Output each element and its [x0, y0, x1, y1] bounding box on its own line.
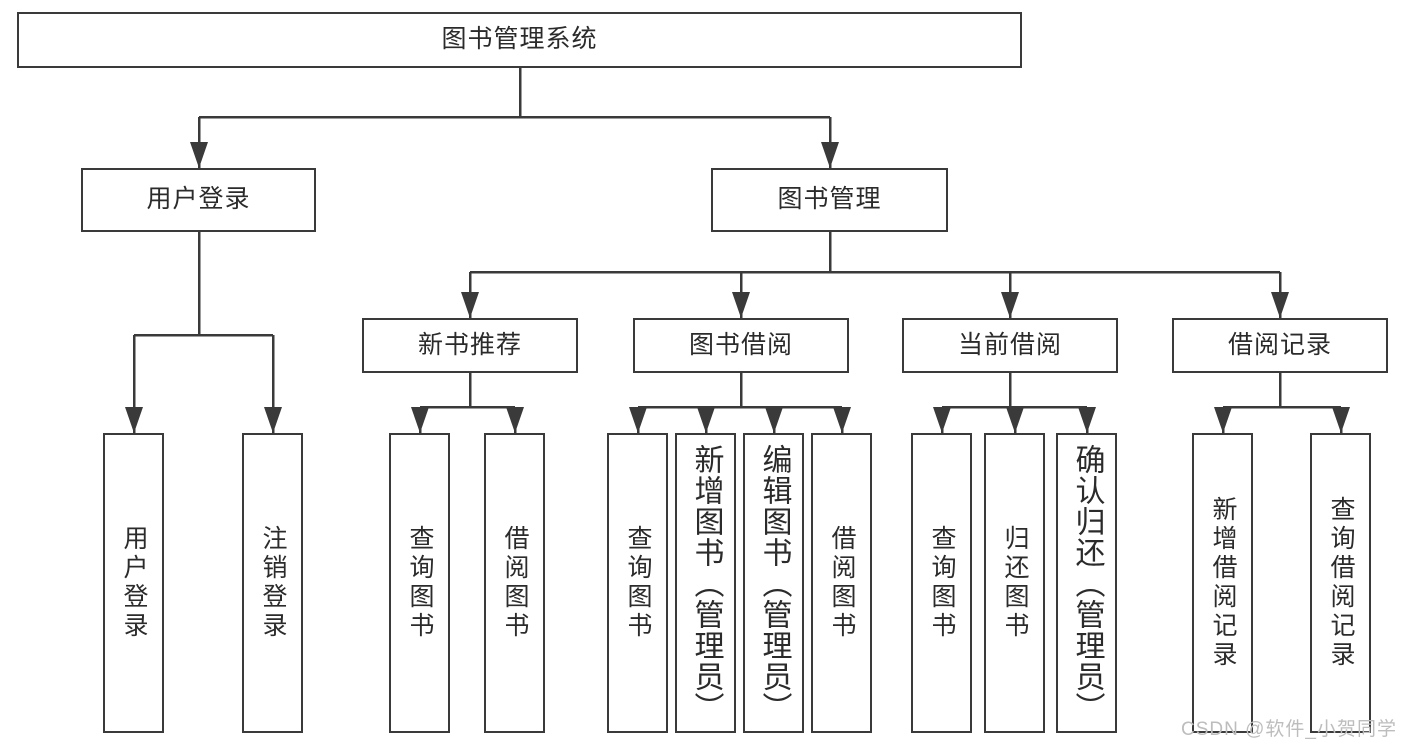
arrowhead — [833, 407, 851, 433]
arrowhead — [821, 142, 839, 168]
arrowhead — [1214, 407, 1232, 433]
node-label: 查询图书 — [624, 525, 652, 641]
node-label: 用户登录 — [120, 525, 148, 641]
arrowhead — [1271, 292, 1289, 318]
node-label: 借阅记录 — [1227, 330, 1332, 359]
arrowhead — [1332, 407, 1350, 433]
arrowhead — [1006, 407, 1024, 433]
node-label: 借阅图书 — [501, 525, 529, 641]
node-label: 确认归还（管理员） — [1070, 443, 1104, 723]
watermark-text: CSDN @软件_小贺同学 — [1181, 719, 1397, 740]
node-label: 借阅图书 — [828, 525, 856, 641]
node-label: 查询图书 — [928, 525, 956, 641]
node-records[interactable]: 借阅记录 — [1172, 318, 1388, 373]
node-label: 编辑图书（管理员） — [757, 443, 791, 723]
node-leaf-logout[interactable]: 注销登录 — [242, 433, 303, 733]
arrowhead — [933, 407, 951, 433]
node-root[interactable]: 图书管理系统 — [17, 12, 1022, 68]
arrowhead — [125, 407, 143, 433]
node-newbook[interactable]: 新书推荐 — [362, 318, 578, 373]
node-leaf-rc-q[interactable]: 查询借阅记录 — [1310, 433, 1371, 733]
arrowhead — [697, 407, 715, 433]
node-label: 新增借阅记录 — [1209, 496, 1237, 670]
node-label: 归还图书 — [1001, 525, 1029, 641]
arrowhead — [765, 407, 783, 433]
node-leaf-br-q[interactable]: 查询图书 — [607, 433, 668, 733]
node-label: 新书推荐 — [417, 330, 522, 359]
arrowhead — [732, 292, 750, 318]
node-label: 图书借阅 — [688, 330, 793, 359]
arrowhead — [1078, 407, 1096, 433]
node-leaf-br-ed[interactable]: 编辑图书（管理员） — [743, 433, 804, 733]
node-leaf-nb-b[interactable]: 借阅图书 — [484, 433, 545, 733]
node-login[interactable]: 用户登录 — [81, 168, 316, 232]
node-bookmgmt[interactable]: 图书管理 — [711, 168, 948, 232]
arrowhead — [629, 407, 647, 433]
arrowhead — [1001, 292, 1019, 318]
node-leaf-cu-r[interactable]: 归还图书 — [984, 433, 1045, 733]
node-leaf-br-add[interactable]: 新增图书（管理员） — [675, 433, 736, 733]
node-leaf-cu-c[interactable]: 确认归还（管理员） — [1056, 433, 1117, 733]
node-label: 图书管理系统 — [441, 25, 598, 54]
node-leaf-cu-q[interactable]: 查询图书 — [911, 433, 972, 733]
node-leaf-login[interactable]: 用户登录 — [103, 433, 164, 733]
node-leaf-nb-q[interactable]: 查询图书 — [389, 433, 450, 733]
node-label: 新增图书（管理员） — [689, 443, 723, 723]
arrowhead — [411, 407, 429, 433]
node-leaf-br-b[interactable]: 借阅图书 — [811, 433, 872, 733]
node-label: 查询借阅记录 — [1327, 496, 1355, 670]
arrowhead — [264, 407, 282, 433]
arrowhead — [506, 407, 524, 433]
arrowhead — [190, 142, 208, 168]
arrowhead — [461, 292, 479, 318]
node-label: 查询图书 — [406, 525, 434, 641]
node-label: 用户登录 — [146, 185, 251, 214]
node-borrow[interactable]: 图书借阅 — [633, 318, 849, 373]
node-current[interactable]: 当前借阅 — [902, 318, 1118, 373]
node-label: 注销登录 — [259, 525, 287, 641]
node-leaf-rc-add[interactable]: 新增借阅记录 — [1192, 433, 1253, 733]
node-label: 当前借阅 — [957, 330, 1062, 359]
node-label: 图书管理 — [777, 185, 882, 214]
